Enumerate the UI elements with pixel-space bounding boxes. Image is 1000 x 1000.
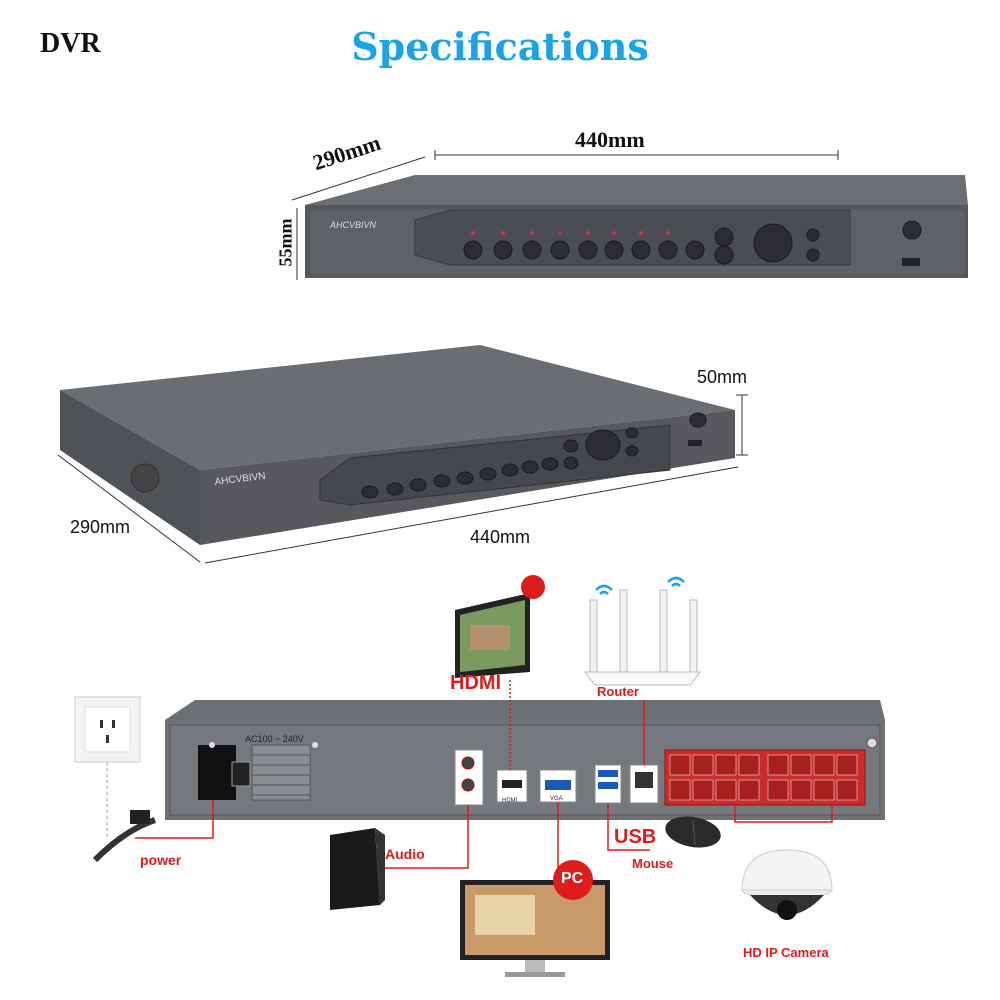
dvr-angle-view [60, 345, 735, 545]
top-view-dimensions [291, 150, 839, 280]
pc-label: PC [561, 870, 584, 887]
pc-monitor [460, 860, 610, 977]
hdmi-port-label: HDMI [502, 798, 518, 804]
mouse-label: Mouse [632, 856, 674, 871]
top-brand-logo: AHCVBIVN [329, 220, 377, 230]
hdmi-label: HDMI [450, 672, 502, 694]
wall-outlet [74, 696, 141, 763]
power-label: power [140, 852, 182, 868]
dvr-top-view [305, 175, 968, 278]
connection-lines [135, 680, 833, 880]
audio-label: Audio [385, 846, 425, 862]
angle-width-label: 440mm [470, 527, 531, 547]
hdmi-tv [455, 575, 545, 678]
router-label: Router [597, 684, 639, 699]
angle-height-label: 50mm [697, 367, 748, 387]
angle-view-dimensions [57, 394, 748, 564]
power-rating-label: AC100 ~ 240V [245, 734, 304, 744]
speaker [330, 828, 385, 910]
page-title: Specifications [351, 24, 649, 69]
dvr-rear-panel [165, 700, 885, 820]
vga-port-label: VGA [550, 796, 563, 802]
top-width-label: 440mm [575, 127, 645, 152]
product-label: DVR [40, 28, 101, 59]
router [583, 576, 702, 686]
angle-depth-label: 290mm [70, 517, 131, 537]
camera-label: HD IP Camera [743, 945, 829, 960]
usb-label: USB [614, 826, 657, 848]
top-height-label: 55mm [275, 218, 296, 267]
power-cable [92, 762, 156, 863]
mouse [665, 816, 721, 848]
ip-camera [741, 849, 833, 920]
